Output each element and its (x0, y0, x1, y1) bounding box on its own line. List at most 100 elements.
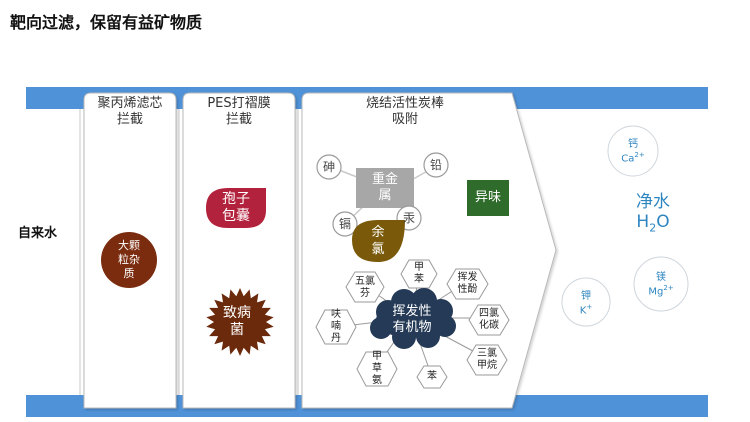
pure-water-text: 净水 (636, 192, 670, 212)
voc-item-line: 苯 (414, 274, 424, 285)
metal-label-mercury: 汞 (402, 211, 415, 225)
voc-item-phenol: 挥发 性酚 (447, 272, 488, 296)
voc-item-line: 四氯 (479, 308, 499, 319)
bacteria-starburst (206, 288, 274, 356)
voc-item-line: 芬 (360, 288, 370, 299)
mineral-label-magnesium: 镁 Mg2+ (634, 272, 688, 297)
stage-title-line: 聚丙烯滤芯 (97, 96, 163, 111)
chlorine-line: 氯 (371, 242, 385, 257)
voc-item-toluene: 甲 苯 (401, 262, 437, 286)
voc-item-pcp: 五氯 芬 (346, 276, 384, 300)
particle-label: 大颗 粒杂 质 (101, 239, 157, 281)
stage-title-line: 拦截 (116, 112, 143, 127)
h2o-formula: H2O (618, 212, 688, 238)
mineral-charge: 2+ (663, 284, 674, 292)
voc-item-line: 丹 (331, 333, 341, 344)
chlorine-shape (352, 220, 405, 262)
metal-label-cadmium: 镉 (338, 217, 351, 231)
odor-box (467, 180, 509, 216)
voc-item-benzene: 苯 (417, 371, 447, 383)
voc-item-line: 三氯 (477, 348, 497, 359)
voc-item-line: 苯 (427, 371, 437, 382)
voc-item-line: 喃 (331, 321, 341, 332)
mineral-name: 镁 (656, 272, 666, 283)
voc-line: 有机物 (392, 320, 432, 335)
voc-hex-phenol (446, 268, 489, 300)
voc-item-line: 草 (372, 363, 382, 374)
voc-hex-pcp (345, 271, 385, 303)
voc-item-chloroform: 三氯 甲烷 (467, 348, 507, 372)
voc-item-line: 挥发 (457, 272, 478, 283)
chlorine-line: 余 (371, 225, 385, 240)
mineral-ion: Ca2+ (608, 150, 658, 164)
metal-circle-lead (423, 152, 449, 178)
voc-item-line: 化碳 (479, 320, 499, 331)
chlorine-label: 余 氯 (356, 224, 400, 258)
voc-hex-ccl4 (468, 304, 510, 336)
voc-item-line: 甲 (414, 262, 424, 273)
mineral-name: 钾 (581, 291, 591, 302)
inlet-label: 自来水 (18, 226, 58, 241)
stage-title-pes: PES打褶膜 拦截 (183, 96, 295, 128)
stage-title-line: PES打褶膜 (207, 96, 271, 111)
stage-title-line: 拦截 (225, 112, 252, 127)
mineral-circle-calcium (607, 125, 659, 177)
mineral-symbol: Ca (621, 153, 635, 165)
formula-o: O (656, 212, 670, 232)
heavy-metal-line: 重金 (371, 172, 398, 187)
metal-label-lead: 铅 (429, 158, 442, 172)
voc-line: 挥发性 (392, 304, 432, 319)
bacteria-line: 致病 (223, 305, 251, 321)
mineral-charge: + (586, 303, 593, 311)
voc-hex-chloroform (466, 344, 508, 376)
stage-title-pp: 聚丙烯滤芯 拦截 (84, 96, 176, 128)
voc-hex-benzene (416, 365, 448, 389)
odor-label: 异味 (474, 190, 501, 205)
metal-label-arsenic: 砷 (322, 160, 335, 174)
voc-item-line: 甲 (372, 351, 382, 362)
pure-water-label: 净水 H2O (618, 192, 688, 238)
metal-circle-arsenic (316, 154, 342, 180)
stage-title-line: 吸附 (391, 112, 418, 127)
voc-item-amine: 甲 草 氨 (357, 351, 397, 387)
voc-hex-furan (315, 309, 357, 345)
voc-item-line: 氨 (372, 375, 382, 386)
stage-title-carbon: 烧结活性炭棒 吸附 (340, 96, 470, 128)
voc-item-line: 呋 (331, 309, 341, 320)
formula-sub: 2 (649, 221, 657, 235)
heavy-metal-label: 重金 属 (356, 172, 414, 204)
particle-line: 粒杂 (118, 253, 140, 266)
stage-panel-pes (182, 92, 296, 409)
particle-line: 质 (123, 267, 135, 280)
mineral-symbol: Mg (648, 286, 664, 298)
spore-line: 孢子 (222, 191, 250, 207)
mineral-circle-potassium (561, 277, 611, 327)
stage-title-line: 烧结活性炭棒 (365, 96, 444, 111)
bacteria-line: 菌 (230, 322, 244, 338)
mineral-label-potassium: 钾 K+ (562, 291, 610, 316)
page-title: 靶向过滤，保留有益矿物质 (10, 13, 203, 32)
voc-hex-amine (356, 351, 398, 387)
mineral-label-calcium: 钙 Ca2+ (608, 139, 658, 164)
mineral-symbol: K (579, 305, 587, 317)
voc-hex-toluene (400, 259, 438, 289)
formula-h: H (636, 212, 650, 232)
spore-shape (206, 188, 266, 228)
spore-line: 包囊 (222, 208, 250, 224)
heavy-metal-box (356, 168, 414, 208)
particle-circle (101, 232, 157, 288)
voc-cloud (370, 288, 456, 349)
voc-item-line: 性酚 (457, 284, 478, 295)
mineral-charge: 2+ (634, 151, 645, 159)
particle-line: 大颗 (118, 239, 140, 252)
voc-label: 挥发性 有机物 (376, 304, 448, 336)
mineral-circle-magnesium (633, 256, 689, 312)
metal-circle-cadmium (332, 211, 358, 237)
mineral-name: 钙 (628, 139, 638, 150)
mineral-ion: Mg2+ (634, 283, 688, 297)
voc-item-line: 甲烷 (477, 360, 497, 371)
voc-item-line: 五氯 (355, 276, 375, 287)
spore-label: 孢子 包囊 (206, 191, 266, 225)
mineral-ion: K+ (562, 302, 610, 316)
